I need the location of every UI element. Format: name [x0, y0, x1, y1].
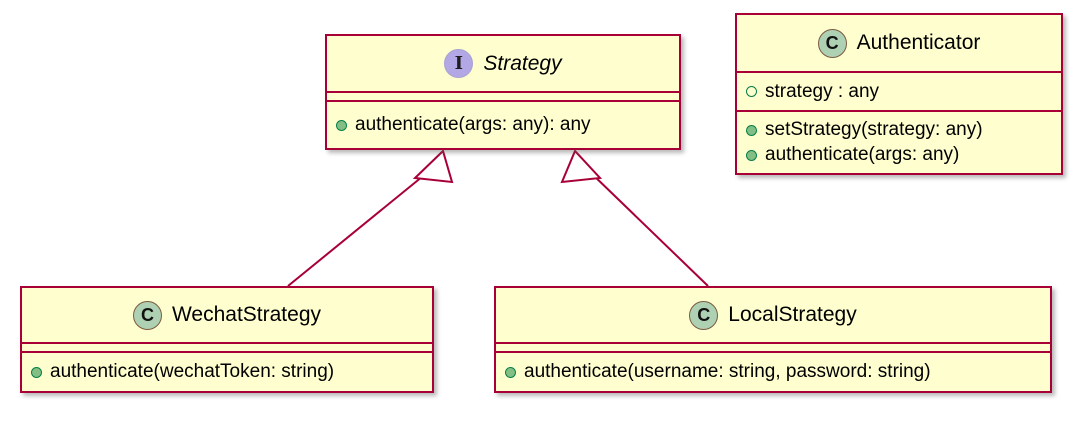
method-row[interactable]: authenticate(args: any): any: [336, 113, 679, 138]
method-row[interactable]: authenticate(args: any): [746, 143, 1061, 168]
attributes-compartment-wechat-strategy: [22, 342, 432, 351]
class-name-authenticator: Authenticator: [856, 31, 981, 54]
class-header-local-strategy: C LocalStrategy: [496, 288, 1050, 342]
class-name-wechat-strategy: WechatStrategy: [171, 303, 322, 326]
class-header-strategy: I Strategy: [327, 36, 679, 91]
public-visibility-icon: [31, 366, 42, 378]
method-row[interactable]: authenticate(wechatToken: string): [31, 360, 432, 385]
method-signature: authenticate(username: string, password:…: [524, 361, 931, 382]
interface-badge-icon: I: [444, 49, 474, 78]
class-header-authenticator: C Authenticator: [737, 15, 1061, 71]
class-header-wechat-strategy: C WechatStrategy: [22, 288, 432, 342]
method-signature: setStrategy(strategy: any): [765, 119, 983, 140]
attribute-row[interactable]: strategy : any: [746, 79, 1061, 104]
class-badge-icon: C: [689, 300, 719, 330]
method-row[interactable]: authenticate(username: string, password:…: [505, 360, 1050, 385]
public-visibility-icon: [746, 149, 757, 161]
method-row[interactable]: setStrategy(strategy: any): [746, 118, 1061, 143]
class-box-authenticator[interactable]: C Authenticator strategy : any setStrate…: [735, 13, 1063, 175]
package-visibility-icon: [746, 86, 757, 97]
class-badge-icon: C: [132, 300, 162, 330]
method-signature: authenticate(args: any): [765, 144, 960, 165]
public-visibility-icon: [336, 119, 347, 131]
generalization-arrowhead-local: [560, 149, 603, 184]
attributes-compartment-local-strategy: [496, 342, 1050, 351]
attributes-compartment-strategy: [327, 91, 679, 100]
methods-compartment-local-strategy: authenticate(username: string, password:…: [496, 351, 1050, 391]
public-visibility-icon: [746, 124, 757, 136]
methods-compartment-strategy: authenticate(args: any): any: [327, 100, 679, 148]
public-visibility-icon: [505, 366, 516, 378]
class-name-local-strategy: LocalStrategy: [728, 303, 857, 326]
class-badge-icon: C: [817, 28, 847, 58]
class-box-local-strategy[interactable]: C LocalStrategy authenticate(username: s…: [494, 286, 1052, 393]
class-name-strategy: Strategy: [483, 51, 562, 75]
method-signature: authenticate(args: any): any: [355, 114, 591, 135]
class-box-wechat-strategy[interactable]: C WechatStrategy authenticate(wechatToke…: [20, 286, 434, 393]
methods-compartment-authenticator: setStrategy(strategy: any) authenticate(…: [737, 110, 1061, 173]
methods-compartment-wechat-strategy: authenticate(wechatToken: string): [22, 351, 432, 391]
generalization-line-local: [589, 171, 709, 287]
method-signature: authenticate(wechatToken: string): [50, 361, 335, 382]
attribute-signature: strategy : any: [765, 80, 880, 102]
class-box-strategy[interactable]: I Strategy authenticate(args: any): any: [325, 34, 681, 150]
attributes-compartment-authenticator: strategy : any: [737, 71, 1061, 110]
generalization-arrowhead-wechat: [412, 149, 454, 184]
generalization-line-wechat: [287, 171, 429, 287]
